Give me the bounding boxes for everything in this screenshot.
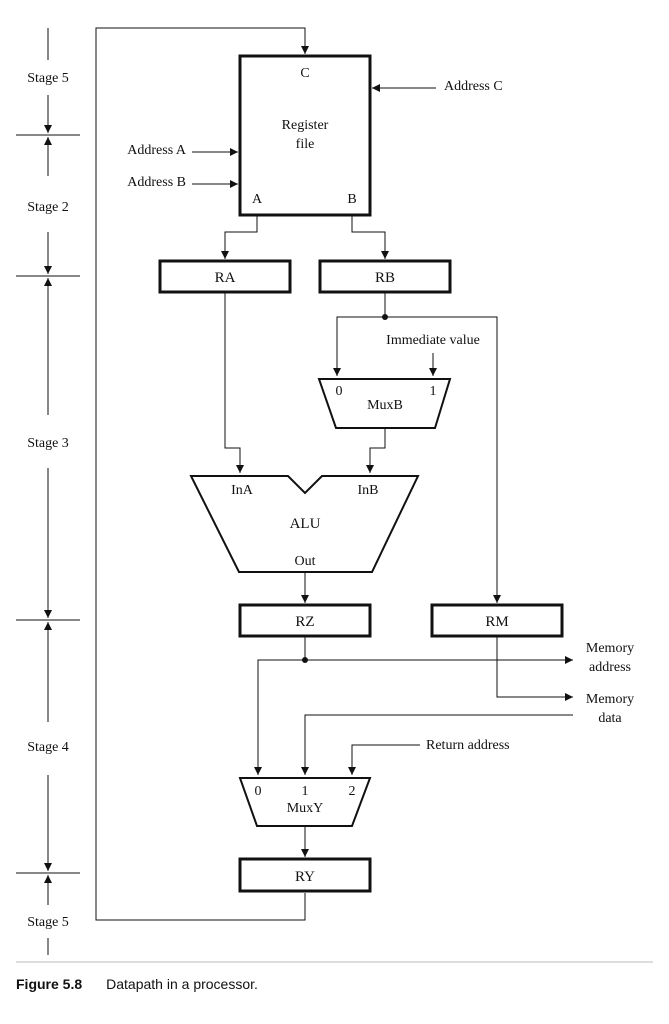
return-address-label: Return address <box>426 738 510 753</box>
register-rm-box <box>430 603 564 638</box>
register-file-port-a: A <box>252 192 263 207</box>
muxb-input-0: 0 <box>336 384 343 399</box>
register-rb-box <box>318 259 452 294</box>
memory-data-label-1: Memory <box>586 692 634 707</box>
register-rm-label: RM <box>485 614 508 630</box>
memory-data-label-2: data <box>598 711 622 726</box>
alu-input-b: InB <box>358 483 379 498</box>
stage-label-2: Stage 2 <box>27 200 69 215</box>
alu-output: Out <box>295 554 316 569</box>
rz-to-muxy-wire <box>254 659 305 775</box>
alu-label: ALU <box>290 516 321 532</box>
alu-shape <box>189 475 420 573</box>
register-ry-box <box>238 857 372 893</box>
register-file: C Register file A B <box>238 54 372 217</box>
immediate-value-label: Immediate value <box>386 333 480 348</box>
stage-axis: Stage 5 Stage 2 Stage 3 Stage 4 Stage 5 <box>16 28 80 955</box>
rm-to-memory-data-wire <box>496 637 573 701</box>
memory-data-to-muxy-wire <box>301 714 573 775</box>
rf-a-to-ra-wire <box>221 216 258 259</box>
register-ra-box <box>158 259 292 294</box>
register-file-title-2: file <box>296 137 315 152</box>
muxb-label: MuxB <box>367 398 403 413</box>
register-file-box <box>238 54 372 217</box>
address-a-label: Address A <box>127 143 187 158</box>
ra-to-alu-wire <box>224 293 244 473</box>
address-b-label: Address B <box>127 175 186 190</box>
figure-caption: Figure 5.8 Datapath in a processor. <box>16 976 258 994</box>
muxy-input-0: 0 <box>255 784 262 799</box>
stage-label-5-top: Stage 5 <box>27 71 69 86</box>
register-rz-box <box>238 603 372 638</box>
muxb-shape <box>317 378 452 429</box>
alu-input-a: InA <box>231 483 254 498</box>
register-rb-label: RB <box>375 270 395 286</box>
stage-label-4: Stage 4 <box>27 740 69 755</box>
muxb-input-1: 1 <box>430 384 437 399</box>
muxy-shape <box>238 777 372 827</box>
muxy-label: MuxY <box>287 801 324 816</box>
address-c-label: Address C <box>444 79 503 94</box>
muxy-input-1: 1 <box>302 784 309 799</box>
register-rz-label: RZ <box>295 614 314 630</box>
rb-to-muxb-wire <box>333 316 385 376</box>
register-file-port-c: C <box>300 66 309 81</box>
register-file-port-b: B <box>347 192 356 207</box>
stage-label-3: Stage 3 <box>27 436 69 451</box>
muxb-to-alu-wire <box>366 429 386 473</box>
rf-b-to-rb-wire <box>351 216 389 259</box>
figure-caption-text: Datapath in a processor. <box>106 976 258 992</box>
register-file-title-1: Register <box>282 118 329 133</box>
stage-label-5-bottom: Stage 5 <box>27 915 69 930</box>
memory-address-label-1: Memory <box>586 641 634 656</box>
register-ry-label: RY <box>295 869 315 885</box>
muxy-input-2: 2 <box>349 784 356 799</box>
writeback-wire <box>95 27 309 921</box>
memory-address-label-2: address <box>589 660 631 675</box>
rb-to-rm-wire <box>385 316 501 603</box>
return-address-wire <box>348 744 420 775</box>
register-ra-label: RA <box>215 270 236 286</box>
figure-number: Figure 5.8 <box>16 976 83 992</box>
